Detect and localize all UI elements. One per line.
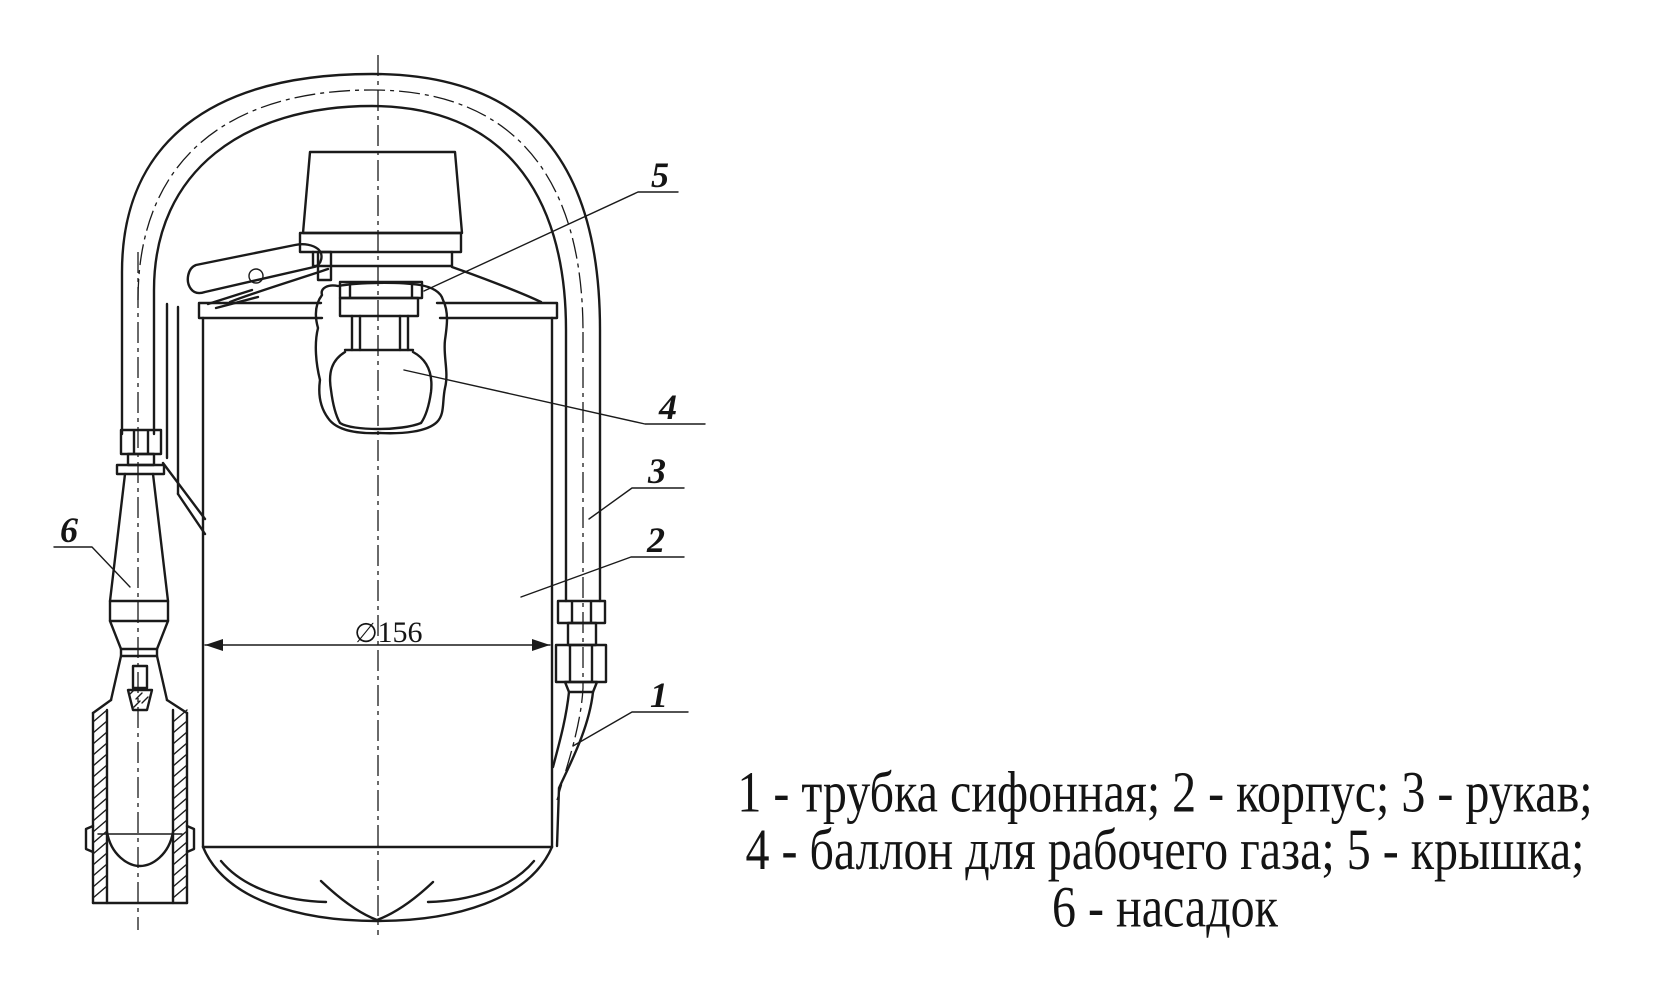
cap-collar xyxy=(311,250,454,268)
dimension-arrow-right xyxy=(532,639,550,651)
dimension-value: 156 xyxy=(378,616,423,649)
hose xyxy=(120,72,608,848)
dimension-arrow-left xyxy=(205,639,223,651)
gas-cartridge-section xyxy=(314,280,449,435)
callout-1-number: 1 xyxy=(650,675,668,715)
diameter-symbol: ∅ xyxy=(354,618,378,649)
vessel-bottom-inner-right xyxy=(426,859,536,904)
dimension-156: ∅ 156 xyxy=(204,616,551,651)
hose-arch-centerline xyxy=(137,89,584,333)
nozzle-converge xyxy=(108,619,170,651)
cup-mouth xyxy=(91,698,189,715)
cartridge-neck xyxy=(350,314,410,352)
callout-5-number: 5 xyxy=(651,155,669,195)
cartridge-bulb xyxy=(328,348,433,431)
nozzle-cone xyxy=(108,472,170,603)
siphon-bottom-dip xyxy=(319,879,435,922)
nozzle-band xyxy=(108,599,170,623)
nozzle-holder-cup xyxy=(84,698,196,905)
cap-flange xyxy=(298,231,463,254)
nozzle xyxy=(108,428,170,712)
siphon-tube-outer xyxy=(555,690,595,848)
callout-3: 3 xyxy=(588,451,685,520)
callout-3-number: 3 xyxy=(647,451,666,491)
cap-cone xyxy=(301,150,464,235)
centerlines xyxy=(137,55,584,935)
cap xyxy=(298,150,464,268)
hose-union-reducer xyxy=(563,680,599,694)
callout-5: 5 xyxy=(423,155,679,292)
cartridge-flange xyxy=(338,296,420,318)
break-out-outline xyxy=(314,281,449,435)
carry-handle xyxy=(161,243,333,536)
cup-tabs xyxy=(84,824,196,854)
cartridge-valve xyxy=(338,280,424,300)
callout-5-leader xyxy=(423,191,679,292)
handle-hole xyxy=(248,268,264,284)
cup-inner-walls xyxy=(105,708,175,905)
figure-caption: 1 - трубка сифонная; 2 - корпус; 3 - рук… xyxy=(705,760,1625,940)
vessel-body xyxy=(197,265,559,923)
cup-hatch-left xyxy=(92,709,108,899)
caption-line-3: 6 - насадок xyxy=(1052,875,1278,940)
callout-1-leader xyxy=(572,711,689,747)
handle-lever xyxy=(186,243,323,295)
nozzle-washer xyxy=(115,463,166,476)
callout-4-number: 4 xyxy=(658,387,677,427)
nozzle-union-nut xyxy=(119,428,163,456)
callout-6: 6 xyxy=(53,510,131,588)
callout-3-leader xyxy=(588,487,685,520)
vessel-bottom-inner-left xyxy=(219,859,328,904)
caption-line-1: 1 - трубка сифонная; 2 - корпус; 3 - рук… xyxy=(737,760,1593,825)
callout-2-leader xyxy=(520,556,685,598)
hose-leg-centerline xyxy=(556,332,584,801)
callout-1: 1 xyxy=(572,675,689,747)
callout-6-number: 6 xyxy=(60,510,78,550)
hose-union-nut-upper xyxy=(556,599,607,625)
caption-line-2: 4 - баллон для рабочего газа; 5 - крышка… xyxy=(745,817,1585,883)
hose-outer xyxy=(120,72,602,603)
vessel-shoulder xyxy=(228,265,543,304)
hose-union-nut-lower xyxy=(554,643,608,684)
siphon-tube-inner xyxy=(551,690,571,769)
callouts: 5 4 3 2 1 6 xyxy=(53,155,706,747)
side-bracket-gusset xyxy=(161,461,207,536)
nozzle-tip-hatch xyxy=(129,687,149,708)
hose-inner xyxy=(152,104,568,603)
handle-pivot-bracket xyxy=(316,250,333,282)
callout-2-number: 2 xyxy=(646,520,665,560)
nozzle-flare xyxy=(109,654,169,702)
nozzle-thin-band xyxy=(119,647,159,658)
hose-union-collar xyxy=(566,621,598,647)
handle-link xyxy=(206,288,260,310)
vessel-rim xyxy=(197,301,559,320)
callout-2: 2 xyxy=(520,520,685,598)
side-bracket-strip xyxy=(165,302,180,496)
callout-4: 4 xyxy=(403,369,706,427)
callout-6-leader xyxy=(53,546,131,588)
nozzle-tip-insert xyxy=(126,664,154,712)
nozzle-neck xyxy=(126,452,156,467)
cup-inner-dome xyxy=(105,830,175,868)
callout-4-leader xyxy=(403,369,706,425)
cup-hatch-right xyxy=(172,709,188,899)
